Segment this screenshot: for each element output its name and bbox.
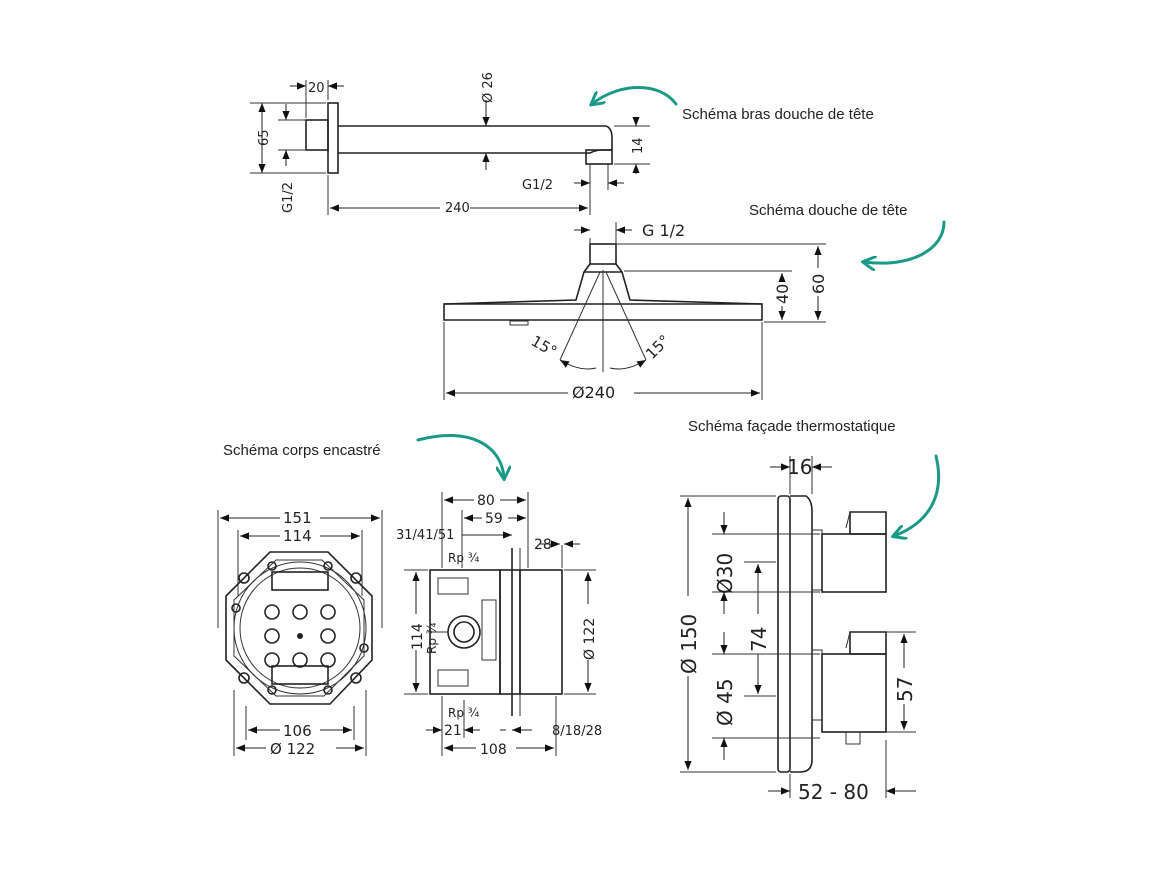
caption-thermostatic-facade: Schéma façade thermostatique <box>688 418 896 435</box>
facade-dim-45: Ø 45 <box>713 678 737 726</box>
head-dim-240: Ø240 <box>572 383 615 402</box>
body-side-dim-31-41-51: 31/41/51 <box>396 528 454 543</box>
body-side-rp-top: Rp ¾ <box>448 551 480 565</box>
thermostatic-facade-drawing: 16 Ø 150 Ø30 74 Ø 45 57 52 - 80 <box>677 455 917 804</box>
facade-dim-30: Ø30 <box>713 553 737 594</box>
body-front-dim-114: 114 <box>283 527 312 545</box>
arm-dim-g12-inlet: G1/2 <box>281 182 296 213</box>
body-side-dim-122: Ø 122 <box>582 618 598 660</box>
facade-dim-57: 57 <box>893 677 917 702</box>
arm-dim-65: 65 <box>257 129 272 146</box>
shower-arm-drawing: 20 Ø 26 65 G1/2 14 G1/2 240 <box>250 72 650 216</box>
facade-dim-16: 16 <box>787 455 812 479</box>
body-front-dim-151: 151 <box>283 509 312 527</box>
body-front-dim-106: 106 <box>283 722 312 740</box>
concealed-body-front-view: 151 114 106 Ø 122 <box>217 508 383 758</box>
facade-dim-52-80: 52 - 80 <box>798 780 869 804</box>
body-side-dim-8-18-28: 8/18/28 <box>552 724 602 739</box>
body-side-dim-114: 114 <box>410 623 426 650</box>
head-dim-g12: G 1/2 <box>642 221 685 240</box>
arm-dim-20: 20 <box>308 81 325 96</box>
arm-caption-arrow <box>592 86 678 105</box>
head-dim-40: 40 <box>773 284 792 304</box>
arm-dim-240: 240 <box>445 201 470 216</box>
body-side-dim-59: 59 <box>485 511 503 527</box>
facade-caption-arrow <box>894 454 941 536</box>
arm-dim-26: Ø 26 <box>481 72 496 103</box>
head-caption-arrow <box>864 220 946 263</box>
head-dim-60: 60 <box>809 274 828 294</box>
body-side-dim-21: 21 <box>444 723 462 739</box>
caption-shower-head: Schéma douche de tête <box>749 202 907 219</box>
caption-shower-arm: Schéma bras douche de tête <box>682 106 874 123</box>
caption-concealed-body: Schéma corps encastré <box>223 442 381 459</box>
facade-dim-150: Ø 150 <box>677 614 701 674</box>
body-caption-arrow <box>416 434 504 478</box>
body-side-dim-108: 108 <box>480 742 507 758</box>
head-angle-right: 15° <box>642 331 674 363</box>
body-ports <box>264 604 336 668</box>
body-side-dim-28: 28 <box>534 537 552 553</box>
facade-dim-74: 74 <box>747 627 771 652</box>
body-side-dim-80: 80 <box>477 493 495 509</box>
body-side-rp-bottom: Rp ¾ <box>448 706 480 720</box>
body-side-rp-side: Rp ¾ <box>425 622 439 654</box>
concealed-body-side-view: 80 59 31/41/51 28 Rp ¾ Rp ¾ Rp ¾ 114 Ø 1… <box>396 491 602 758</box>
head-angle-left: 15° <box>528 332 560 361</box>
arm-dim-g12-outlet: G1/2 <box>522 178 553 193</box>
body-front-dim-122: Ø 122 <box>270 740 315 758</box>
arm-dim-14: 14 <box>631 137 646 154</box>
shower-head-drawing: G 1/2 60 40 15° 15° Ø240 <box>443 221 828 402</box>
